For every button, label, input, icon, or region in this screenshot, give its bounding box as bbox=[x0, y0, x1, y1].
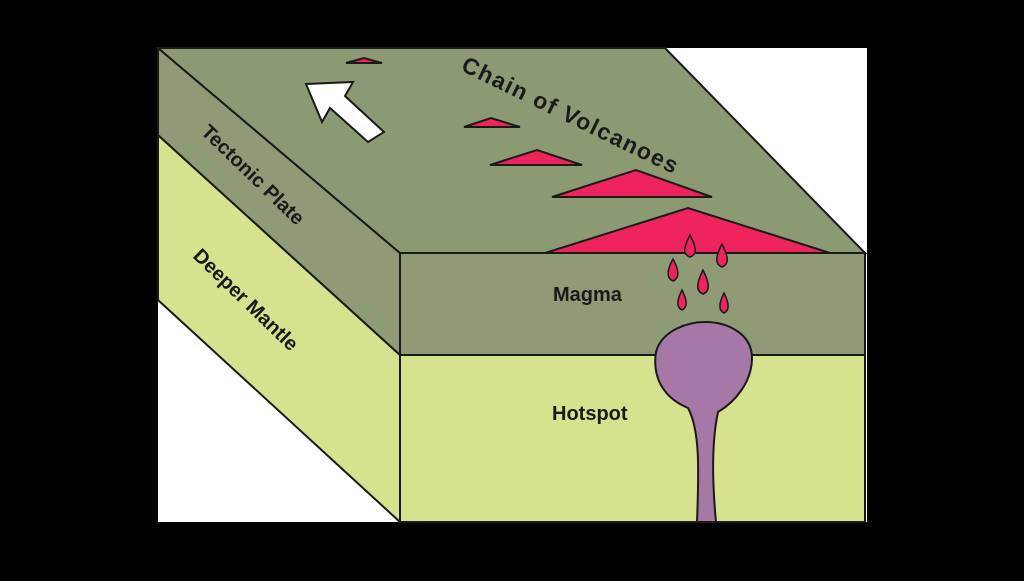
volcano-1 bbox=[463, 116, 521, 128]
magma-drop bbox=[667, 257, 679, 282]
volcano-oldest bbox=[345, 56, 383, 64]
magma-drop bbox=[716, 242, 728, 268]
plate-front-face bbox=[399, 252, 866, 356]
magma-drop bbox=[677, 288, 687, 311]
arrow-up-left-icon bbox=[304, 80, 386, 144]
mantle-front-face bbox=[399, 354, 866, 523]
label-magma: Magma bbox=[553, 284, 623, 306]
volcano-3 bbox=[551, 168, 713, 198]
magma-drop bbox=[697, 268, 709, 295]
label-hotspot: Hotspot bbox=[552, 403, 628, 425]
volcano-2 bbox=[489, 148, 583, 166]
magma-droplets bbox=[667, 233, 729, 314]
hotspot-plume bbox=[654, 320, 754, 523]
magma-drop bbox=[719, 291, 729, 314]
magma-drop bbox=[684, 233, 696, 258]
